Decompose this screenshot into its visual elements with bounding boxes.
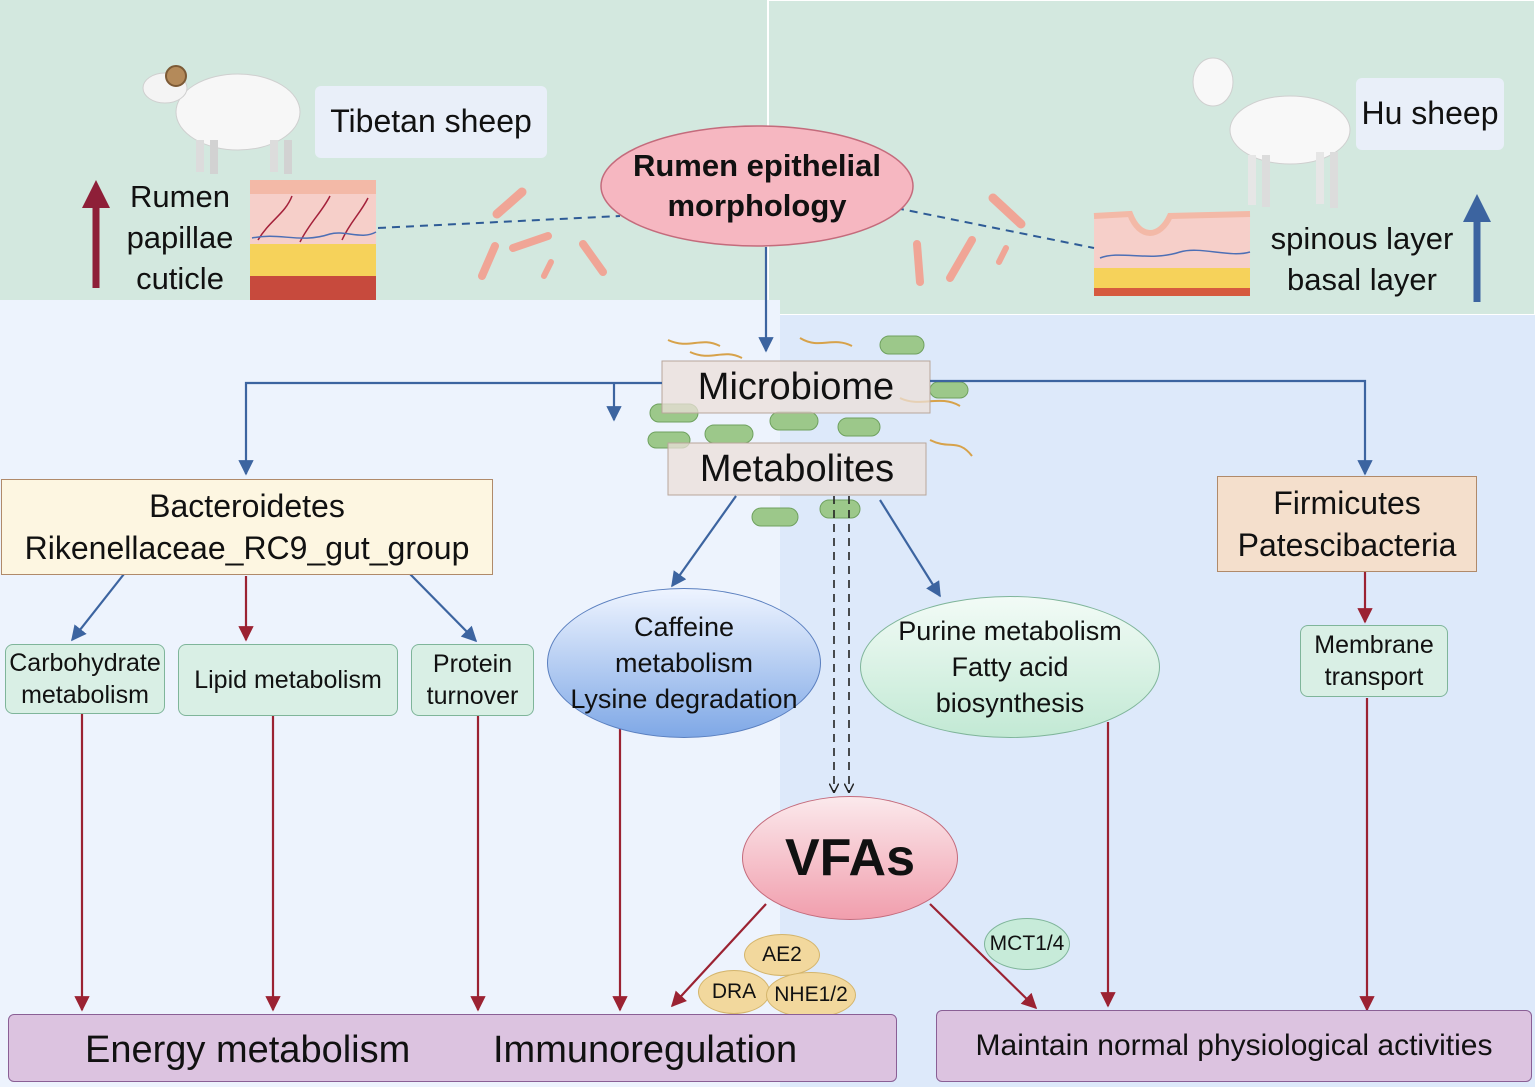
microbiome-box-bg: [661, 360, 931, 414]
morphology-oval: Rumen epithelial morphology: [601, 126, 913, 246]
microbiome-label: Microbiome: [697, 366, 895, 408]
firmicutes-box: Firmicutes Patescibacteria: [1217, 476, 1477, 572]
pathway-line: biosynthesis: [935, 688, 1085, 718]
carbohydrate-box: Carbohydrate metabolism: [5, 644, 165, 714]
morphology-line: morphology: [667, 188, 847, 223]
pathway-line: metabolism: [614, 648, 754, 678]
skin-layers-icon: [250, 180, 377, 300]
tibetan-effect-label: Rumen papillae cuticle: [112, 176, 248, 299]
up-arrow-icon: [82, 180, 110, 288]
morphology-line: Rumen epithelial: [632, 148, 882, 183]
hu-effect-line: spinous layer: [1270, 221, 1454, 256]
up-arrow-icon: [1463, 194, 1491, 302]
pathway-line: Protein: [432, 650, 513, 678]
purine-oval: Purine metabolism Fatty acid biosynthesi…: [860, 596, 1160, 738]
morphology-oval-bg: [600, 125, 914, 247]
morphology-link-left: [377, 215, 621, 229]
mct-transporter: MCT1/4: [984, 918, 1070, 970]
tibetan-effect-line: cuticle: [136, 261, 224, 296]
protein-box: Protein turnover: [411, 644, 534, 716]
pathway-line: Membrane: [1314, 631, 1434, 659]
hu-effect-label: spinous layer basal layer: [1254, 218, 1470, 300]
vfas-oval: VFAs: [742, 796, 958, 920]
skin-layers-icon: [1093, 210, 1251, 296]
ae2-transporter: AE2: [744, 934, 820, 976]
lamb-icon: [1192, 57, 1351, 208]
metabolites-box-bg: [667, 442, 927, 496]
energy-immuno-box: Energy metabolism Immunoregulation: [8, 1014, 897, 1082]
membrane-box: Membrane transport: [1300, 625, 1448, 697]
pathway-line: Lysine degradation: [570, 684, 798, 714]
hu-sheep-label: Hu sheep: [1356, 78, 1504, 150]
arrow-to-caffeine: [671, 495, 737, 588]
morphology-link-right: [895, 207, 1095, 249]
arrow-to-protein: [409, 573, 478, 643]
pathway-line: Fatty acid: [951, 652, 1069, 682]
taxa-line: Rikenellaceae_RC9_gut_group: [24, 530, 470, 566]
dra-transporter: DRA: [698, 970, 770, 1014]
pathway-line: transport: [1324, 663, 1424, 691]
tibetan-effect-line: papillae: [126, 220, 234, 255]
pathway-line: turnover: [426, 682, 519, 710]
hu-effect-line: basal layer: [1287, 262, 1437, 297]
tibetan-effect-line: Rumen: [130, 179, 230, 214]
lipid-box: Lipid metabolism: [178, 644, 398, 716]
arrow-vfas-maintain: [929, 903, 1038, 1010]
arrow-microbiome-bacteroidetes: [238, 381, 662, 476]
taxa-line: Patescibacteria: [1237, 527, 1457, 563]
taxa-line: Firmicutes: [1273, 485, 1421, 521]
arrow-to-carbohydrate: [71, 573, 125, 642]
nhe-transporter: NHE1/2: [766, 972, 856, 1018]
pathway-line: Caffeine: [633, 612, 735, 642]
tibetan-sheep-label: Tibetan sheep: [315, 86, 547, 158]
caffeine-oval: Caffeine metabolism Lysine degradation: [547, 588, 821, 738]
maintain-box: Maintain normal physiological activities: [936, 1010, 1532, 1082]
metabolites-label: Metabolites: [699, 448, 895, 490]
taxa-line: Bacteroidetes: [149, 488, 345, 524]
immunoregulation-label: Immunoregulation: [493, 1029, 798, 1071]
energy-metabolism-label: Energy metabolism: [85, 1029, 411, 1071]
sheep-ram-icon: [142, 65, 301, 174]
bacteria-icon: [478, 187, 1026, 286]
pathway-line: Carbohydrate: [9, 649, 161, 677]
bacteroidetes-box: Bacteroidetes Rikenellaceae_RC9_gut_grou…: [1, 479, 493, 575]
pathway-line: metabolism: [21, 681, 149, 709]
arrow-to-purine: [879, 499, 941, 598]
arrow-vfas-immuno: [670, 903, 767, 1008]
pathway-line: Purine metabolism: [898, 616, 1122, 646]
arrow-microbiome-firmicutes: [930, 379, 1373, 476]
